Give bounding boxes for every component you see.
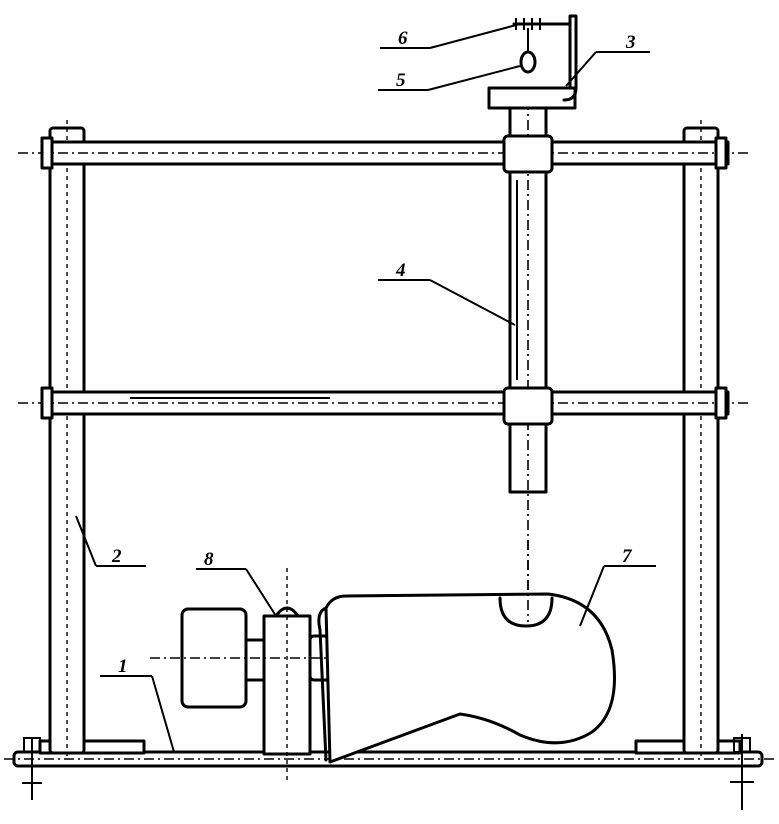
label-1: 1 <box>118 656 128 677</box>
base-plate <box>4 739 776 768</box>
label-2: 2 <box>111 546 122 567</box>
label-5: 5 <box>396 70 406 91</box>
lower-crossbar <box>18 386 748 420</box>
label-6: 6 <box>398 28 408 49</box>
right-post <box>682 120 720 760</box>
support-block <box>262 568 312 780</box>
top-bracket <box>487 14 578 110</box>
label-4: 4 <box>395 260 406 281</box>
leader-lines <box>75 23 656 753</box>
vertical-rod <box>502 100 554 600</box>
left-base-bolt <box>22 737 42 800</box>
shoe-last <box>317 540 616 764</box>
label-3: 3 <box>625 32 636 53</box>
label-8: 8 <box>204 549 214 570</box>
label-7: 7 <box>622 546 633 567</box>
upper-crossbar <box>18 136 748 170</box>
right-base-bolt <box>730 734 754 810</box>
left-post <box>48 120 86 760</box>
